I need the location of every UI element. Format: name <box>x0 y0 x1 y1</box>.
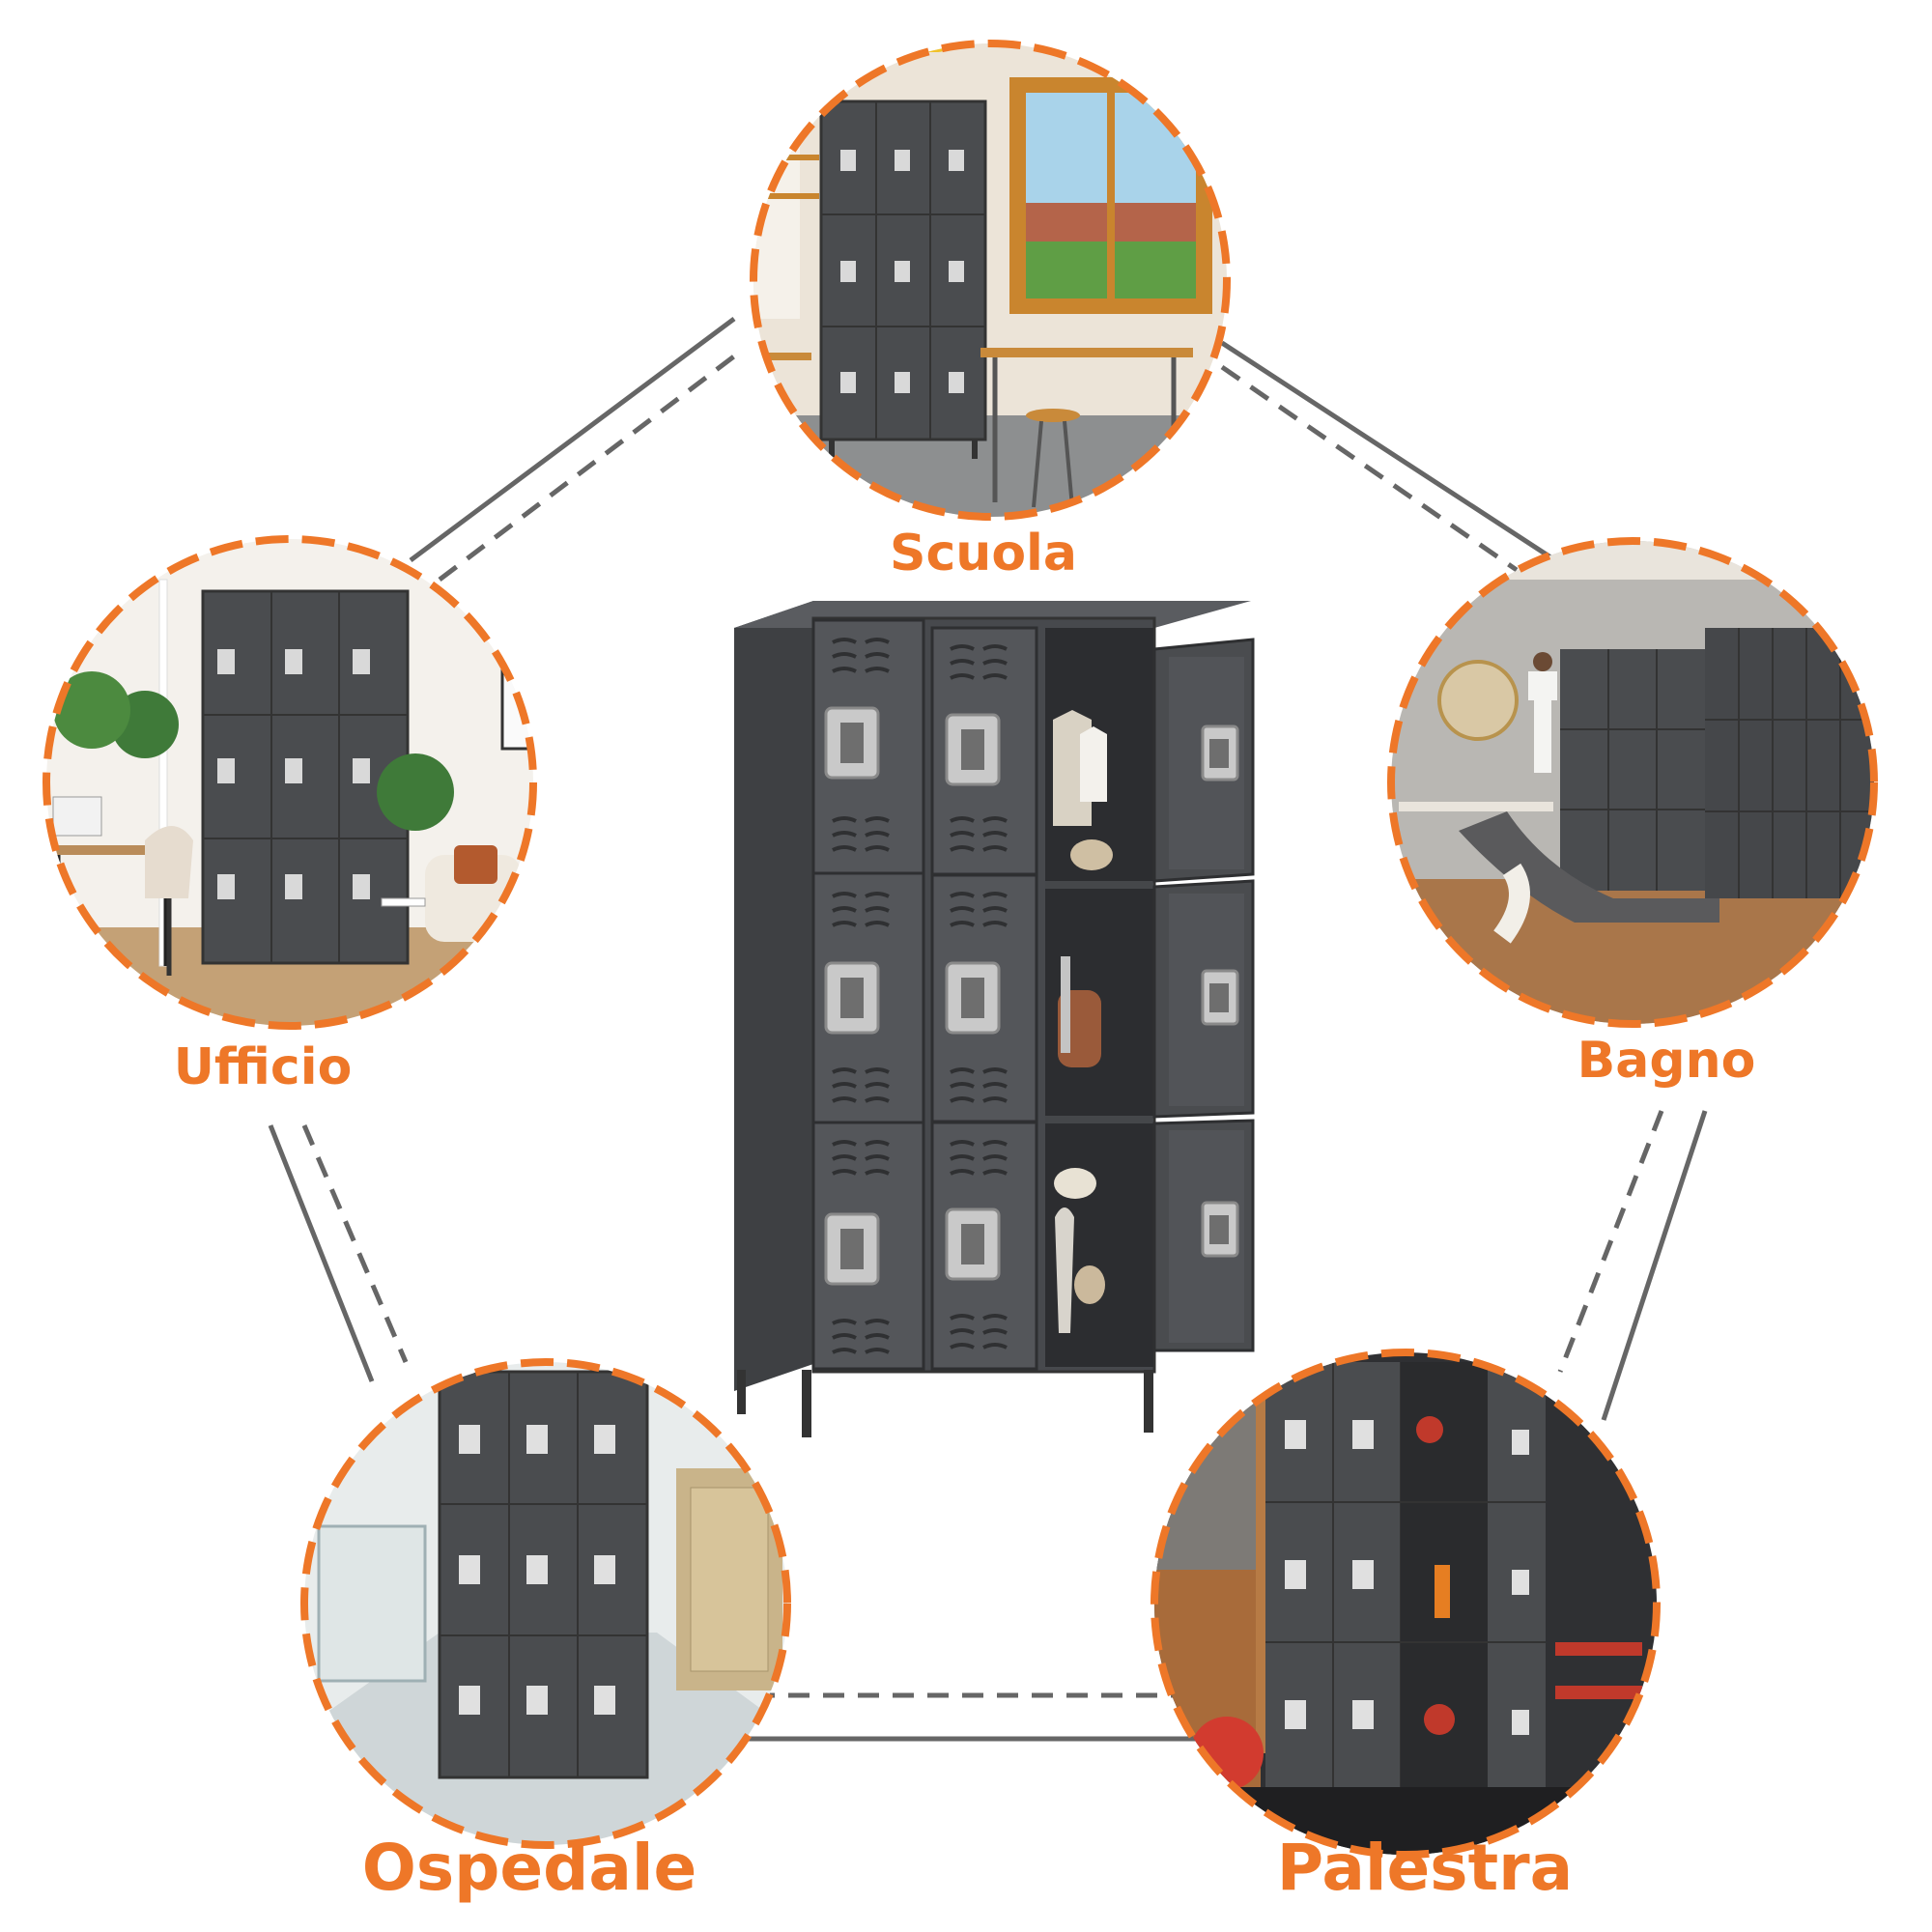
central-locker-vents <box>832 638 1008 1354</box>
scuola-locker <box>819 99 987 459</box>
label-bagno: Bagno <box>1577 1032 1756 1090</box>
ufficio-dashed-frame <box>43 535 537 1030</box>
scene-palestra <box>1151 1349 1661 1859</box>
label-ufficio: Ufficio <box>173 1038 353 1096</box>
bagno-dashed-frame <box>1387 537 1878 1028</box>
central-locker-locks <box>824 706 1001 1286</box>
label-ospedale: Ospedale <box>361 1831 697 1905</box>
ufficio-locker <box>201 589 410 965</box>
central-locker <box>734 601 1255 1437</box>
scene-ospedale <box>300 1358 791 1849</box>
central-locker-open-doors <box>1152 638 1255 1352</box>
label-scuola: Scuola <box>890 525 1077 582</box>
palestra-locker <box>1265 1362 1546 1787</box>
connector-lines <box>268 316 1708 1742</box>
ospedale-dashed-frame <box>300 1358 791 1849</box>
scene-ufficio <box>43 535 537 1030</box>
scene-bagno <box>1387 537 1878 1028</box>
central-locker-open-compartments <box>1045 628 1153 1367</box>
palestra-dashed-frame <box>1151 1349 1661 1859</box>
label-palestra: Palestra <box>1276 1831 1574 1905</box>
bagno-locker <box>1560 628 1874 898</box>
scuola-dashed-frame <box>750 40 1231 521</box>
ospedale-locker <box>438 1370 649 1779</box>
scene-scuola <box>750 40 1231 521</box>
